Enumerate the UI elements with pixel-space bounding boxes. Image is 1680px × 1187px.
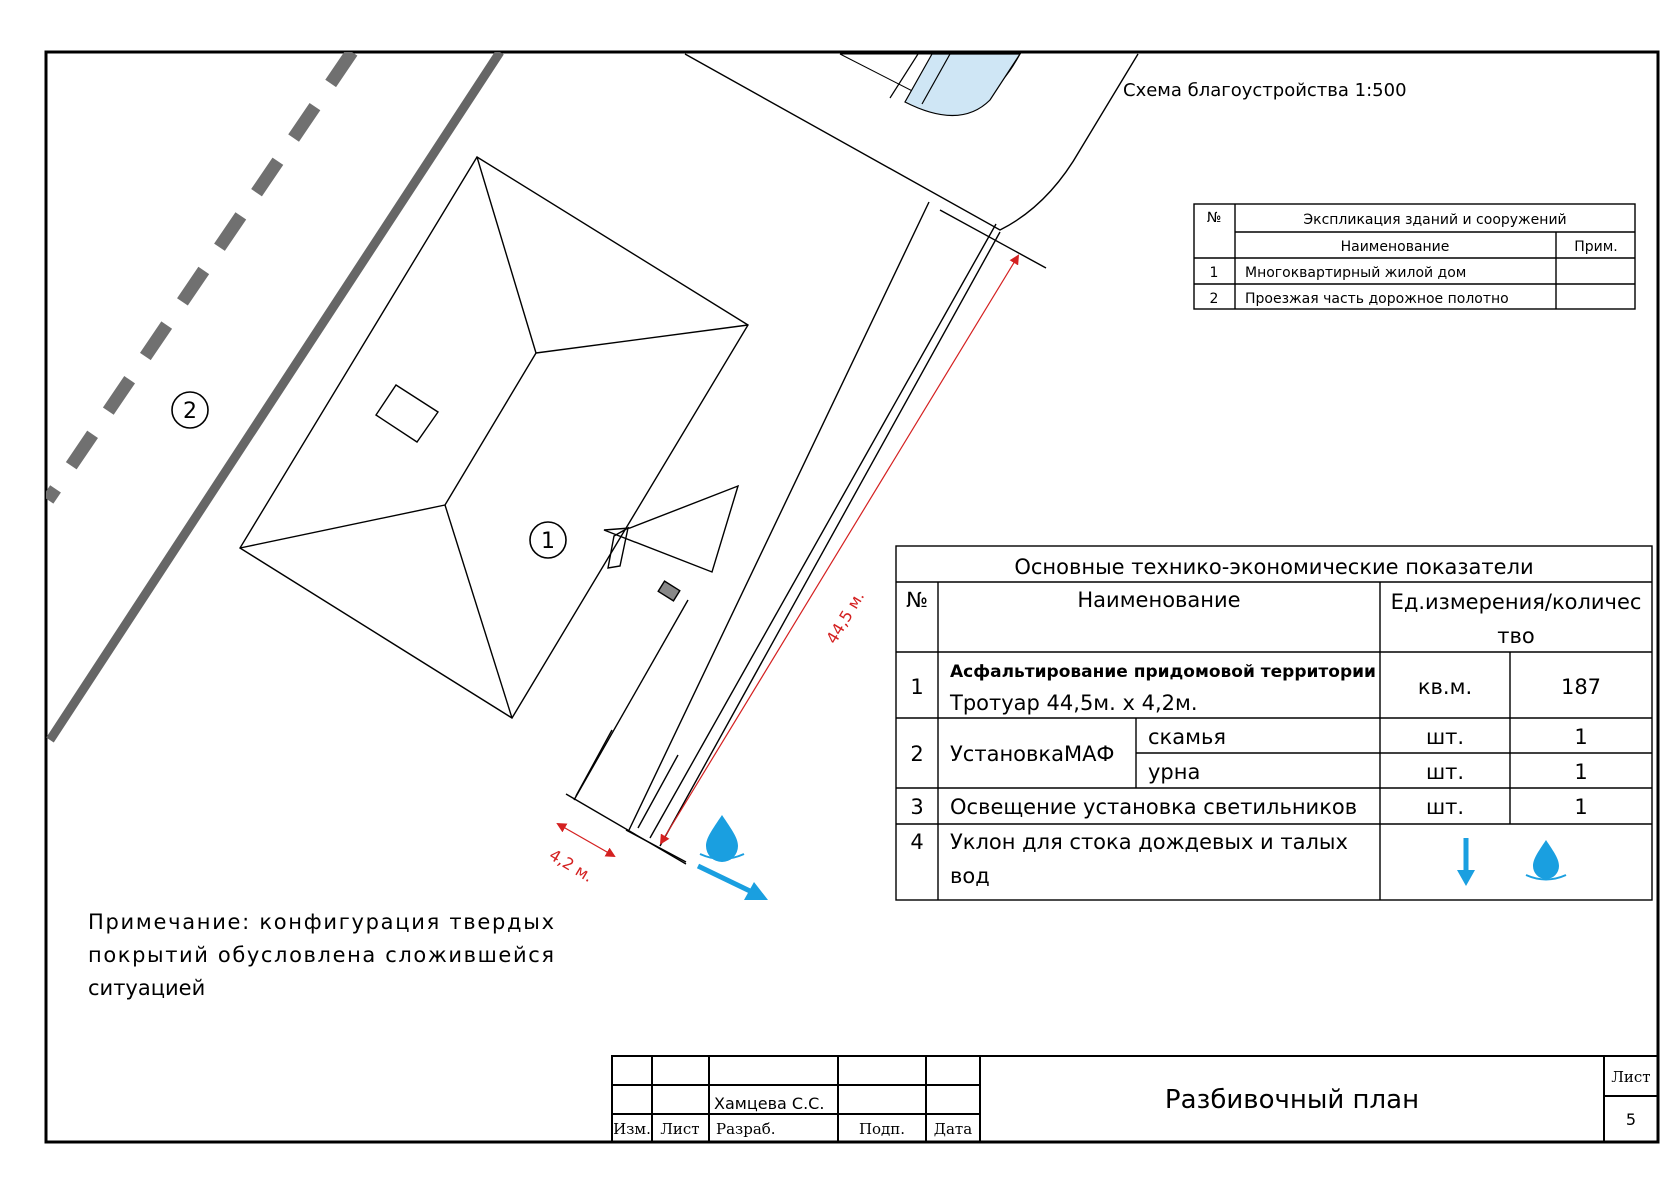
note-block: Примечание: конфигурация твердых покрыти… — [88, 910, 554, 1000]
title-block: Изм. Лист Разраб. Подп. Дата Хамцева С.С… — [611, 1055, 1659, 1143]
explication-header-no: № — [1207, 210, 1222, 226]
tep-subrow-qty: 1 — [1574, 725, 1587, 749]
arrow-diagonal-icon — [696, 863, 768, 900]
stamp-razrab: Разраб. — [716, 1120, 776, 1138]
road-center-dashed-line — [46, 52, 358, 504]
arrow-down-icon — [1457, 838, 1475, 886]
pond-edge — [921, 53, 951, 105]
tep-header-unit: тво — [1497, 624, 1534, 648]
stamp-title: Разбивочный план — [1165, 1085, 1419, 1115]
svg-text:1: 1 — [541, 529, 555, 554]
tep-row-unit: кв.м. — [1418, 675, 1472, 699]
tep-row-no: 1 — [910, 675, 923, 699]
pond-shape — [904, 53, 1022, 117]
adjacent-lot-outline — [684, 53, 1139, 231]
tep-subrow-qty: 1 — [1574, 760, 1587, 784]
stamp-author: Хамцева С.С. — [714, 1094, 824, 1113]
explication-table: № Экспликация зданий и сооружений Наимен… — [1193, 203, 1636, 310]
explication-row-name: Многоквартирный жилой дом — [1245, 265, 1466, 281]
tep-row-name: Уклон для стока дождевых и талых — [950, 830, 1348, 854]
tep-subrow-name: скамья — [1148, 725, 1226, 749]
road-marker: 2 — [171, 391, 209, 429]
stamp-podp: Подп. — [859, 1120, 905, 1138]
tep-subrow-name: урна — [1148, 760, 1200, 784]
water-drop-icon — [699, 815, 745, 862]
tep-subrow-unit: шт. — [1426, 760, 1464, 784]
tep-subrow-unit: шт. — [1426, 725, 1464, 749]
tep-row-unit: шт. — [1426, 795, 1464, 819]
tep-table: Основные технико-экономические показател… — [895, 545, 1653, 901]
tep-row-name: УстановкаМАФ — [950, 742, 1115, 766]
stamp-sheet-label: Лист — [1611, 1068, 1650, 1086]
road-edge-line — [46, 52, 504, 743]
pond-edge — [889, 53, 919, 99]
sheet-title: Схема благоустройства 1:500 — [1123, 80, 1407, 101]
tep-row-name-bold: Асфальтирование придомовой территории — [950, 662, 1376, 682]
building-outline — [239, 156, 749, 801]
tep-header-no: № — [906, 588, 928, 612]
stamp-list: Лист — [660, 1120, 699, 1138]
explication-header-note: Прим. — [1574, 239, 1618, 255]
explication-row-name: Проезжая часть дорожное полотно — [1245, 291, 1509, 307]
stamp-izm: Изм. — [613, 1120, 651, 1138]
tep-row-name: Тротуар 44,5м. х 4,2м. — [949, 691, 1198, 715]
note-line: ситуацией — [88, 976, 205, 1000]
note-line: Примечание: конфигурация твердых — [88, 910, 554, 934]
tep-row-no: 4 — [910, 830, 923, 854]
explication-header-name: Наименование — [1341, 239, 1450, 255]
stamp-sheet-no: 5 — [1626, 1110, 1636, 1129]
water-drop-icon — [1525, 840, 1567, 881]
tep-row-name: Освещение установка светильников — [950, 795, 1357, 819]
stamp-data: Дата — [934, 1120, 972, 1138]
dimension-line-length — [659, 254, 1020, 845]
tep-row-name: вод — [950, 864, 990, 888]
tep-row-no: 2 — [910, 742, 923, 766]
explication-header-title: Экспликация зданий и сооружений — [1303, 212, 1566, 228]
svg-text:2: 2 — [183, 399, 197, 424]
dimension-label-length: 44,5 м. — [822, 588, 868, 647]
tep-header-name: Наименование — [1077, 588, 1240, 612]
tep-title: Основные технико-экономические показател… — [1014, 555, 1533, 579]
tep-row-qty: 187 — [1561, 675, 1601, 699]
dimension-line-width — [556, 823, 616, 857]
explication-row-no: 2 — [1210, 291, 1219, 307]
dimension-label-width: 4,2 м. — [546, 845, 597, 886]
explication-row-no: 1 — [1210, 265, 1219, 281]
tep-header-unit: Ед.измерения/количес — [1391, 590, 1642, 614]
tep-row-qty: 1 — [1574, 795, 1587, 819]
building-marker: 1 — [529, 521, 567, 559]
tep-row-no: 3 — [910, 795, 923, 819]
note-line: покрытий обусловлена сложившейся — [88, 943, 554, 967]
